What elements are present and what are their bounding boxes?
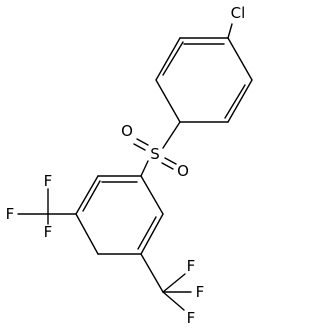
fluorine-atom-label: F — [44, 172, 53, 190]
oxygen-atom-label: O — [177, 162, 189, 180]
structure-diagram: Cl S O O F F F F F F — [6, 4, 253, 327]
trifluoromethyl-group-left: F F F — [6, 172, 77, 241]
fluorine-atom-label: F — [6, 205, 15, 223]
double-bond-line — [161, 162, 174, 170]
fluorine-atom-label: F — [187, 257, 196, 275]
bond — [162, 291, 185, 311]
sulfonyl-oxygen-bonds — [133, 138, 177, 170]
trifluoromethyl-group-right: F F F — [140, 253, 205, 327]
bond-ring-to-chlorine — [227, 23, 233, 39]
bis-trifluoromethylphenyl-ring — [75, 175, 164, 255]
chlorine-atom-label: Cl — [231, 4, 246, 22]
double-bond-line — [164, 157, 177, 165]
aromatic-inner-bond — [162, 41, 184, 76]
bond — [75, 213, 99, 255]
chlorophenyl-ring — [155, 37, 253, 123]
aromatic-inner-bond — [137, 216, 157, 250]
bond — [140, 175, 164, 215]
bond-sulfur-to-ring — [140, 160, 149, 177]
bond — [162, 273, 186, 293]
bond — [75, 175, 99, 215]
double-bond-line — [133, 143, 146, 151]
fluorine-atom-label: F — [44, 223, 53, 241]
bond — [155, 37, 181, 81]
double-bond-line — [136, 138, 149, 146]
aromatic-inner-bond — [224, 84, 246, 119]
bond — [140, 213, 164, 255]
bond — [155, 79, 181, 123]
fluorine-atom-label: F — [196, 283, 205, 301]
bond-ring-to-sulfur — [162, 121, 181, 149]
fluorine-atom-label: F — [187, 309, 196, 327]
bond — [227, 37, 253, 81]
bond — [140, 253, 164, 293]
bond — [227, 79, 253, 123]
oxygen-atom-label: O — [121, 122, 133, 140]
aromatic-inner-bond — [82, 180, 101, 212]
sulfur-atom-label: S — [150, 145, 160, 163]
